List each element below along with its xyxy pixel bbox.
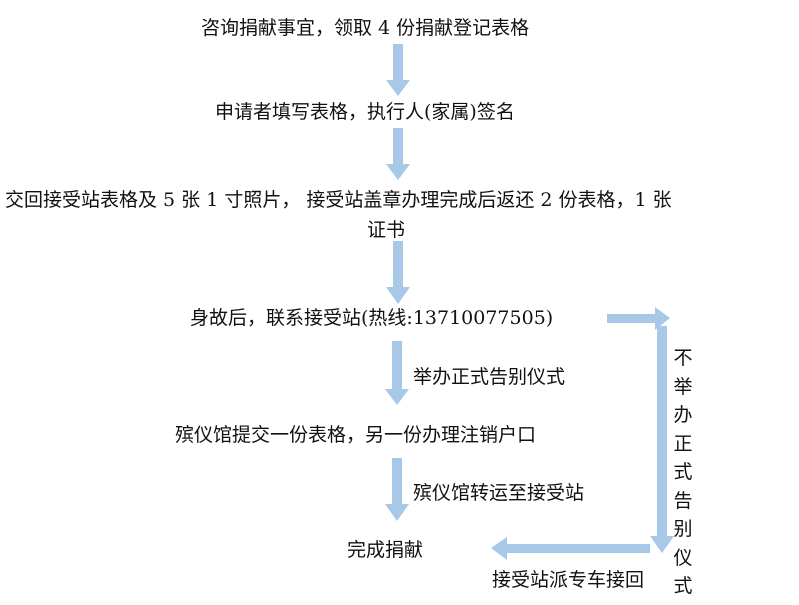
vertical-char: 正 [673,432,693,455]
arrow-left [491,537,650,560]
step-funeral-home: 殡仪馆提交一份表格，另一份办理注销户口 [175,424,537,446]
label-pickup: 接受站派专车接回 [492,569,645,591]
step-contact-station: 身故后，联系接受站(热线:13710077505) [190,307,554,329]
step-complete: 完成捐献 [347,539,424,561]
step-return-forms-cont: 证书 [367,219,406,241]
vertical-char: 别 [673,518,693,540]
arrow-down-right [650,326,674,553]
step-return-forms: 交回接受站表格及 5 张 1 寸照片， 接受站盖章办理完成后返还 2 份表格，1… [5,189,672,211]
vertical-char: 式 [673,575,693,597]
vertical-char: 举 [673,375,693,398]
label-no-ceremony: 不 举 办 正 式 告 别 仪 式 [670,344,696,601]
vertical-char: 办 [673,404,693,426]
vertical-char: 仪 [673,546,693,569]
arrow-down-1 [386,44,410,96]
label-transfer: 殡仪馆转运至接受站 [413,482,585,504]
vertical-char: 式 [673,461,693,483]
arrow-right [607,307,670,330]
step-consult: 咨询捐献事宜，领取 4 份捐献登记表格 [201,17,530,39]
arrow-down-4 [385,341,409,405]
arrow-down-2 [386,128,410,180]
label-ceremony: 举办正式告别仪式 [413,366,566,388]
step-fill-form: 申请者填写表格，执行人(家属)签名 [215,101,515,123]
vertical-char: 告 [673,489,693,512]
arrow-down-3 [386,241,410,304]
vertical-char: 不 [673,347,693,369]
arrow-down-5 [385,458,409,521]
